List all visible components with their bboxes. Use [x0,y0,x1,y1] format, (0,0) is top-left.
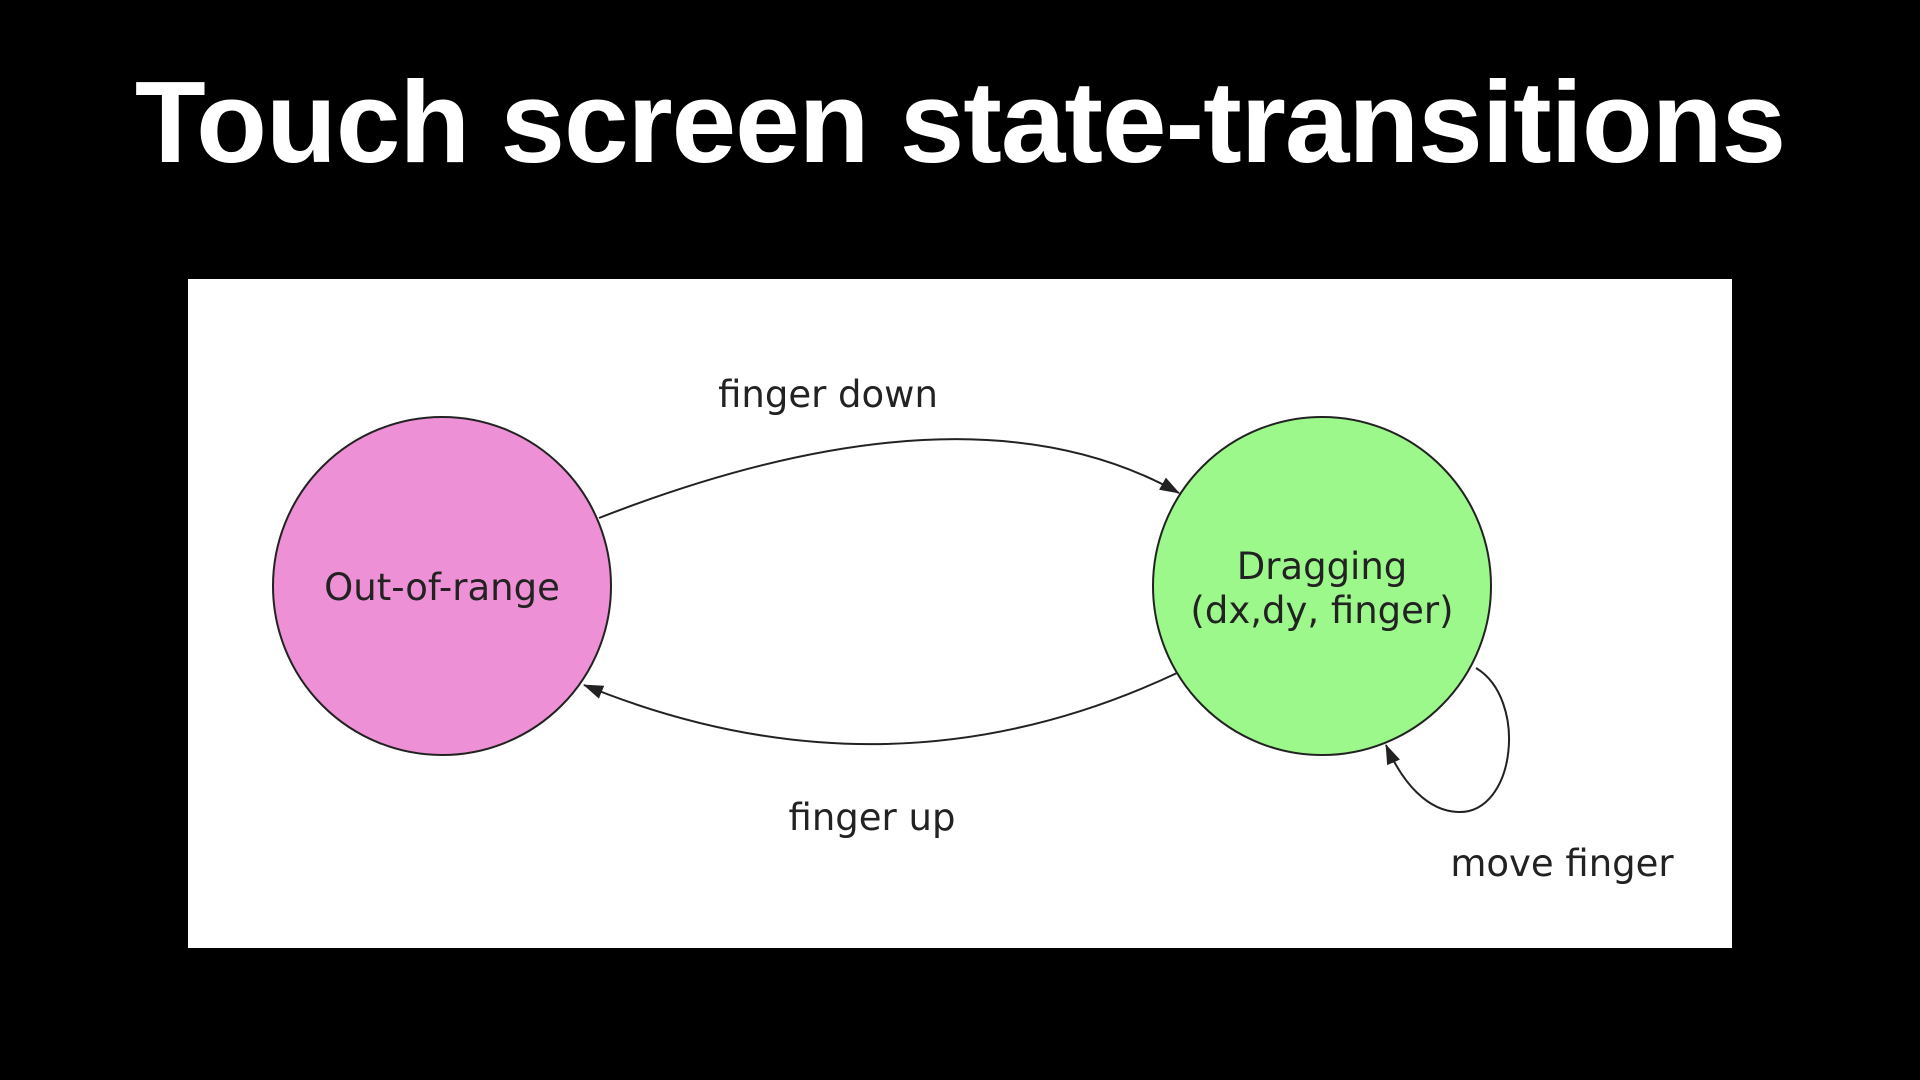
transition-finger-up-label: finger up [789,796,956,839]
transition-finger-up-arrow [583,672,1178,746]
state-out-of-range-label: Out-of-range [324,566,560,609]
transition-finger-down-label: finger down [718,373,938,416]
state-diagram: Out-of-range Dragging (dx,dy, finger) fi… [272,373,1674,885]
state-dragging-label-line-2: (dx,dy, finger) [1190,589,1453,632]
state-out-of-range: Out-of-range [272,416,612,756]
transition-move-finger: move finger [1385,667,1674,885]
diagram-panel: Out-of-range Dragging (dx,dy, finger) fi… [188,279,1732,948]
transition-move-finger-label: move finger [1450,842,1674,885]
state-dragging-label-line-1: Dragging [1237,545,1408,588]
transition-finger-down: finger down [598,373,1180,519]
transition-finger-down-arrow [598,438,1180,519]
transition-finger-up: finger up [583,672,1178,839]
state-out-of-range-circle [272,416,612,756]
state-dragging-circle [1152,416,1492,756]
slide-title: Touch screen state-transitions [134,57,1786,187]
transition-move-finger-arrow [1385,667,1511,814]
state-dragging: Dragging (dx,dy, finger) [1152,416,1492,756]
